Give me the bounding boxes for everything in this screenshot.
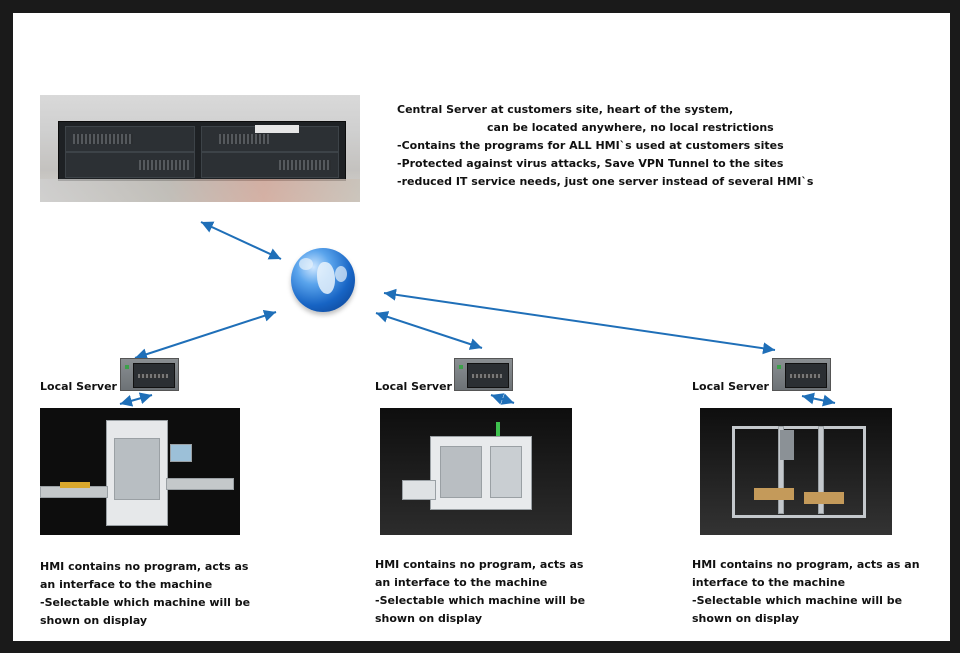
central-server-title: Central Server: [397, 103, 487, 116]
central-server-line3: -Protected against virus attacks, Save V…: [397, 157, 784, 170]
arrow-globe-node3: [383, 288, 776, 355]
local-server-label-3: Local Server: [692, 380, 769, 393]
server-rack: [58, 121, 346, 181]
hmi-line: HMI contains no program, acts as: [40, 560, 249, 573]
hmi-line: -Selectable which machine will be: [692, 594, 903, 607]
central-server-image: [40, 95, 360, 202]
machine-photo-3: [700, 408, 892, 535]
central-server-description: Central Server at customers site, heart …: [397, 101, 813, 191]
hmi-line: shown on display: [40, 614, 148, 627]
central-server-line2: -Contains the programs for ALL HMI`s use…: [397, 139, 784, 152]
local-server-image-3: [772, 358, 831, 391]
connection-arrows: [119, 221, 836, 407]
arrow-local2-machine2: [490, 393, 515, 405]
local-server-image-2: [454, 358, 513, 391]
hmi-line: shown on display: [692, 612, 800, 625]
local-server-image-1: [120, 358, 179, 391]
hmi-description-1: HMI contains no program, acts as an inte…: [40, 558, 250, 630]
hmi-description-2: HMI contains no program, acts as an inte…: [375, 556, 585, 628]
local-server-label-2: Local Server: [375, 380, 452, 393]
central-server-line0: at customers site, heart of the system,: [486, 103, 734, 116]
arrow-server-globe: [200, 221, 282, 260]
hmi-line: an interface to the machine: [40, 578, 213, 591]
machine-photo-1: [40, 408, 240, 535]
arrow-local3-machine3: [801, 392, 836, 407]
arrow-globe-node2: [375, 311, 483, 350]
hmi-line: shown on display: [375, 612, 483, 625]
hmi-line: -Selectable which machine will be: [375, 594, 586, 607]
diagram-slide: Central Server at customers site, heart …: [13, 13, 950, 641]
central-server-line4: -reduced IT service needs, just one serv…: [397, 175, 814, 188]
hmi-line: HMI contains no program, acts as: [375, 558, 584, 571]
hmi-line: an interface to the machine: [375, 576, 548, 589]
central-server-line1: can be located anywhere, no local restri…: [487, 121, 774, 134]
machine-photo-2: [380, 408, 572, 535]
arrow-local1-machine1: [119, 392, 153, 407]
hmi-line: interface to the machine: [692, 576, 846, 589]
hmi-line: -Selectable which machine will be: [40, 596, 251, 609]
hmi-line: HMI contains no program, acts as an: [692, 558, 920, 571]
local-server-label-1: Local Server: [40, 380, 117, 393]
hmi-description-3: HMI contains no program, acts as an inte…: [692, 556, 920, 628]
globe-icon: [291, 248, 355, 312]
arrow-globe-node1: [134, 310, 277, 360]
